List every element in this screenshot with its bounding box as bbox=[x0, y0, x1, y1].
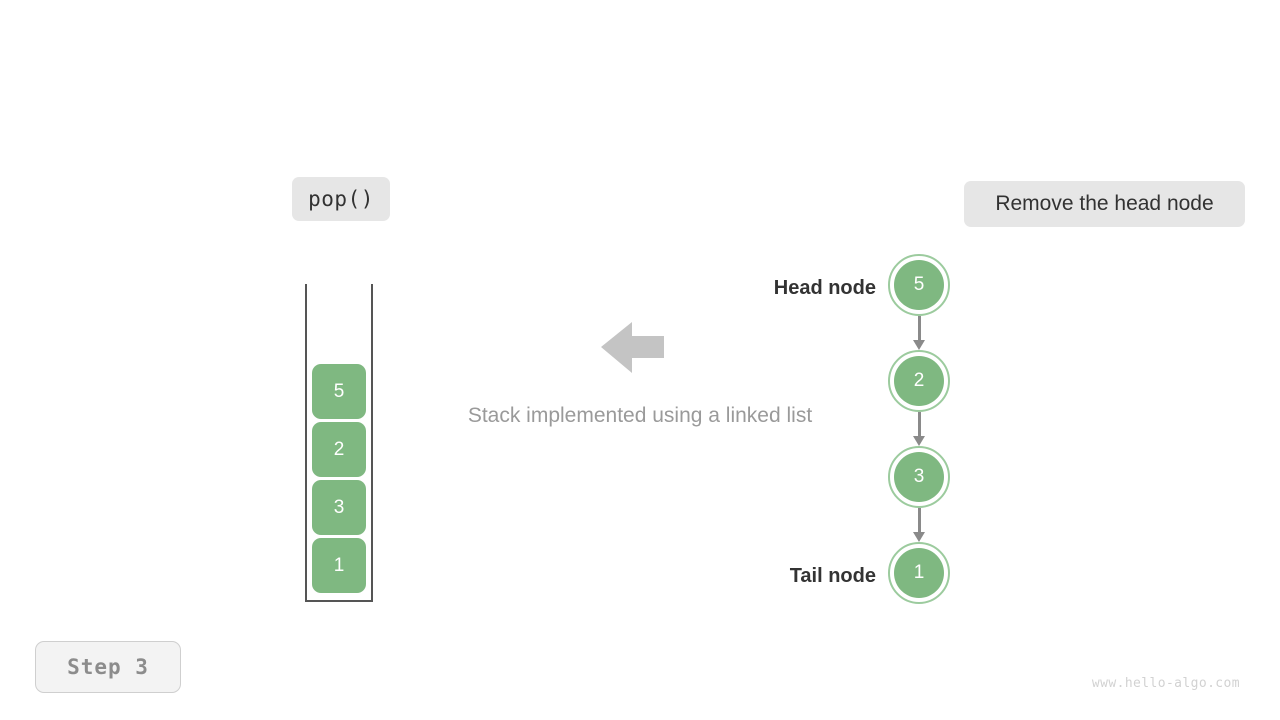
action-description-label: Remove the head node bbox=[964, 181, 1245, 227]
list-node-value: 5 bbox=[894, 260, 944, 310]
stack-item: 3 bbox=[312, 480, 366, 535]
list-node-value: 1 bbox=[894, 548, 944, 598]
stack-item: 5 bbox=[312, 364, 366, 419]
list-node-value: 2 bbox=[894, 356, 944, 406]
list-node: 3 bbox=[888, 446, 950, 508]
left-arrow-icon bbox=[601, 322, 664, 373]
link-arrow-icon bbox=[913, 316, 925, 350]
stack-item: 2 bbox=[312, 422, 366, 477]
head-node-label: Head node bbox=[773, 277, 876, 299]
step-badge: Step 3 bbox=[35, 641, 181, 693]
stack-items-list: 5 2 3 1 bbox=[307, 364, 371, 593]
watermark: www.hello-algo.com bbox=[1091, 676, 1240, 691]
caption-text: Stack implemented using a linked list bbox=[467, 404, 813, 427]
linked-list-diagram: 5 2 3 1 bbox=[886, 254, 954, 610]
list-node: 5 bbox=[888, 254, 950, 316]
list-node: 2 bbox=[888, 350, 950, 412]
stack-container: 5 2 3 1 bbox=[305, 284, 373, 602]
operation-label: pop() bbox=[292, 177, 390, 221]
list-node: 1 bbox=[888, 542, 950, 604]
link-arrow-icon bbox=[913, 508, 925, 542]
tail-node-label: Tail node bbox=[789, 565, 876, 587]
link-arrow-icon bbox=[913, 412, 925, 446]
stack-item: 1 bbox=[312, 538, 366, 593]
list-node-value: 3 bbox=[894, 452, 944, 502]
